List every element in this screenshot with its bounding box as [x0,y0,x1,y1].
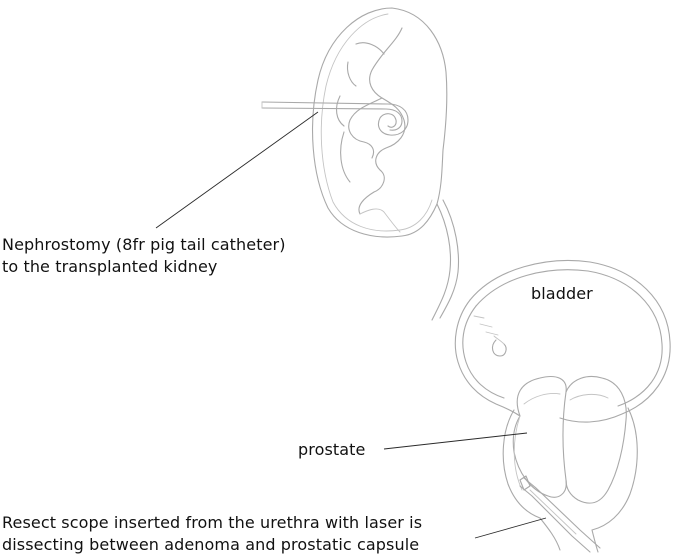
nephrostomy-leader-line [155,111,319,229]
prostate [502,375,638,531]
resect-scope-label-line-2: dissecting between adenoma and prostatic… [2,535,420,554]
ureter [431,199,459,321]
bladder [454,259,671,423]
nephrostomy-label: Nephrostomy (8fr pig tail catheter) to t… [2,234,286,278]
prostate-label: prostate [298,440,366,459]
nephrostomy-label-line-2: to the transplanted kidney [2,257,218,276]
nephrostomy-label-line-1: Nephrostomy (8fr pig tail catheter) [2,235,286,254]
transplanted-kidney [312,7,448,238]
resect-scope-leader-line [474,517,547,539]
bladder-label: bladder [531,284,593,303]
pigtail-catheter [261,101,409,136]
resect-scope-label-line-1: Resect scope inserted from the urethra w… [2,513,423,532]
resect-scope-label: Resect scope inserted from the urethra w… [2,512,422,556]
prostate-leader-line [383,432,528,450]
resect-scope [519,475,601,553]
